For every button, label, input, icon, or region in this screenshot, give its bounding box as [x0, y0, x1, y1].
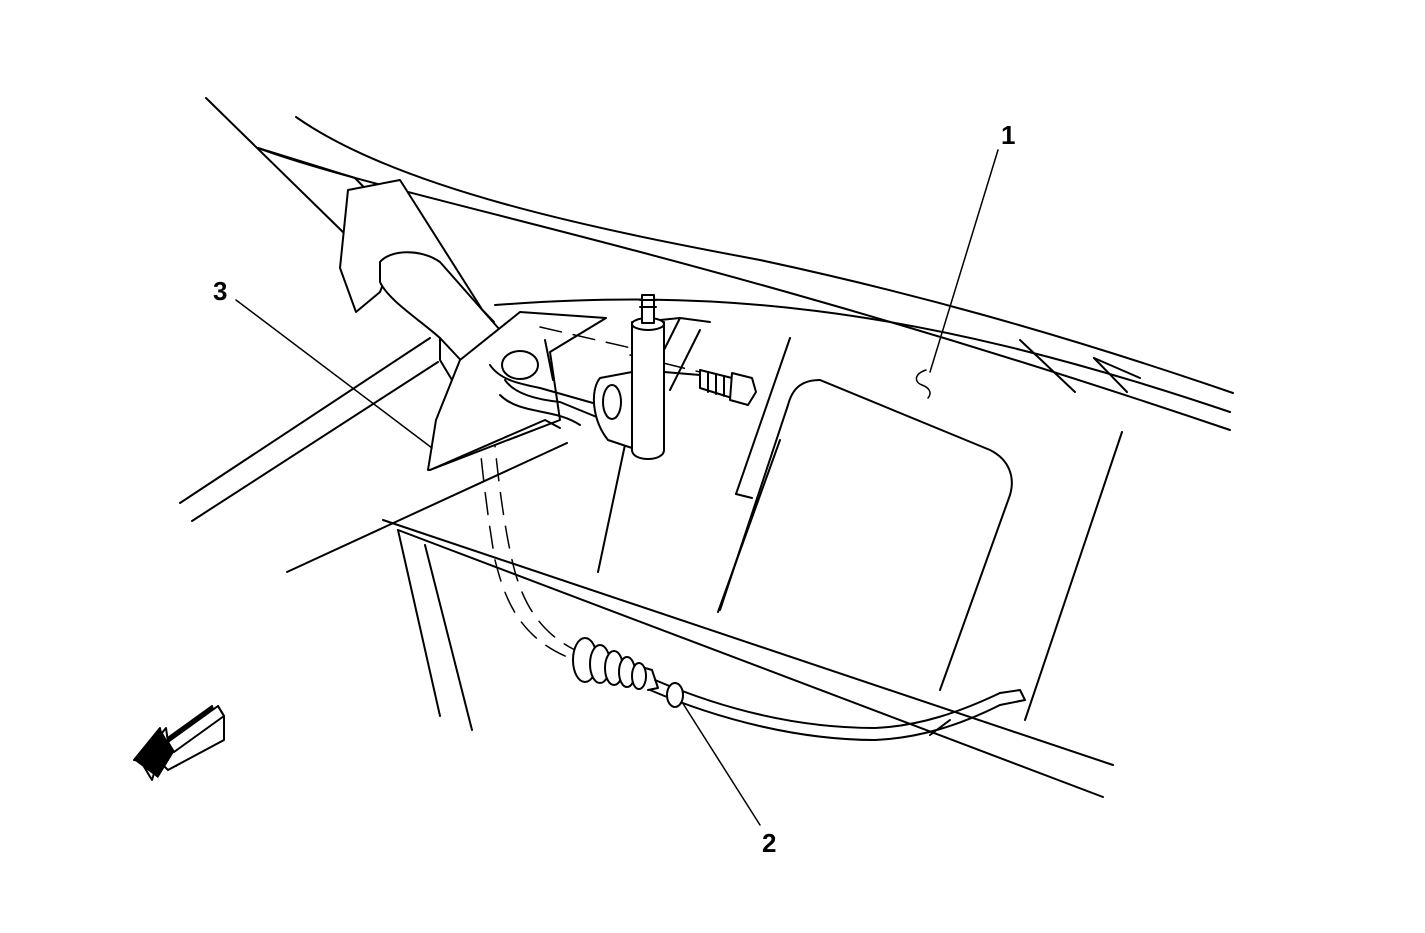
- cable-retainer-clip: [666, 682, 684, 708]
- leader-3: [235, 299, 433, 449]
- callout-label-3: 3: [213, 276, 227, 306]
- hood-inner-panel: [179, 97, 1141, 798]
- hood-panel: [257, 116, 1234, 431]
- hood-release-cable: [477, 424, 1026, 741]
- hood-latch: [339, 179, 701, 471]
- front-direction-arrow-icon: [133, 705, 225, 781]
- callout-leaders: [235, 149, 999, 826]
- leader-1: [929, 149, 999, 373]
- leader-1-hook: [915, 369, 931, 399]
- hood-latch-bolt: [592, 294, 757, 460]
- callout-label-1: 1: [1001, 120, 1015, 150]
- leader-2: [681, 701, 761, 826]
- callout-label-2: 2: [762, 828, 776, 858]
